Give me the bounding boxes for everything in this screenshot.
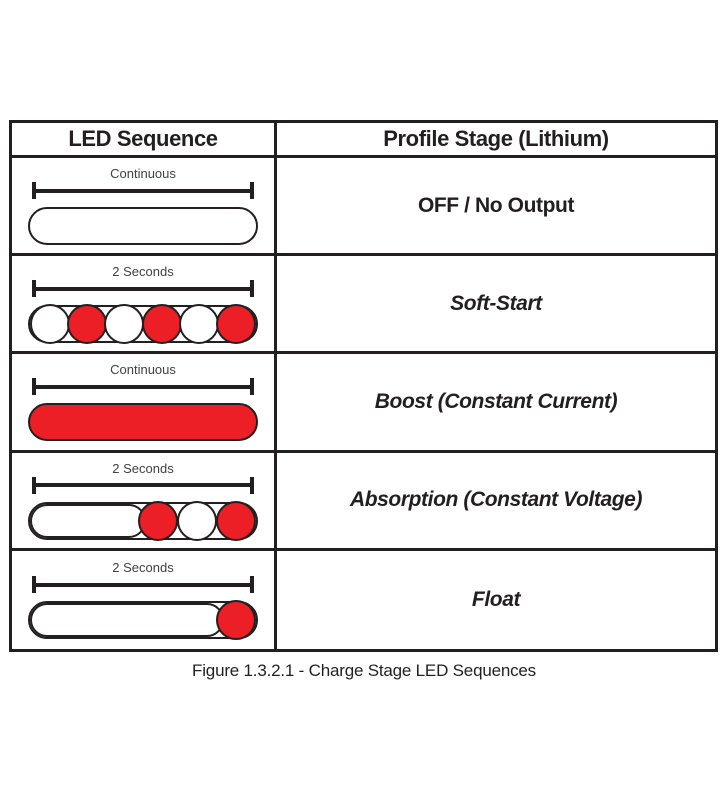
stage-label: Float (471, 587, 521, 611)
led-sequence-graphic: 2 Seconds (28, 460, 258, 541)
led-pill (28, 600, 258, 641)
led-segment (30, 503, 146, 538)
led-sequence-table: LED Sequence Profile Stage (Lithium) Con… (9, 120, 718, 652)
duration-label: Continuous (110, 362, 176, 378)
led-circle (216, 600, 256, 641)
header-led-sequence: LED Sequence (12, 123, 277, 158)
led-pill (28, 207, 258, 246)
header-profile-stage: Profile Stage (Lithium) (277, 123, 715, 158)
led-sequence-graphic: 2 Seconds (28, 264, 258, 345)
led-circle (141, 304, 182, 345)
profile-stage-cell: Absorption (Constant Voltage) (277, 452, 715, 551)
profile-stage-cell: Boost (Constant Current) (277, 354, 715, 453)
stage-label: Absorption (Constant Voltage) (349, 488, 643, 512)
profile-stage-cell: OFF / No Output (277, 158, 715, 257)
led-circle (177, 500, 217, 541)
led-sequence-cell: Continuous (12, 354, 277, 453)
profile-stage-cell: Soft-Start (277, 256, 715, 355)
led-sequence-cell: 2 Seconds (12, 256, 277, 355)
duration-bracket (32, 576, 254, 594)
duration-label: 2 Seconds (112, 264, 174, 280)
led-circle (216, 500, 256, 541)
duration-bracket (32, 378, 254, 396)
profile-stage-cell: Float (277, 550, 715, 649)
duration-label: Continuous (110, 166, 176, 182)
led-pill (28, 403, 258, 442)
led-circle (67, 304, 108, 345)
led-pill (28, 304, 258, 345)
duration-label: 2 Seconds (112, 460, 174, 476)
duration-bracket (32, 476, 254, 494)
led-circle (216, 304, 256, 345)
led-circle (178, 304, 219, 345)
duration-bracket (32, 280, 254, 298)
led-sequence-graphic: 2 Seconds (28, 560, 258, 641)
duration-bracket (32, 182, 254, 200)
led-pill (28, 500, 258, 541)
led-sequence-graphic: Continuous (28, 362, 258, 442)
duration-label: 2 Seconds (112, 560, 174, 576)
led-sequence-graphic: Continuous (28, 166, 258, 246)
led-circle (138, 500, 178, 541)
stage-label: Boost (Constant Current) (374, 389, 618, 413)
led-circle (104, 304, 145, 345)
led-sequence-cell: 2 Seconds (12, 550, 277, 649)
stage-label: Soft-Start (450, 291, 542, 315)
led-segment (30, 603, 224, 638)
stage-label: OFF / No Output (417, 193, 575, 217)
led-sequence-cell: 2 Seconds (12, 452, 277, 551)
led-sequence-cell: Continuous (12, 158, 277, 257)
led-circle (30, 304, 70, 345)
figure-caption: Figure 1.3.2.1 - Charge Stage LED Sequen… (192, 661, 536, 680)
